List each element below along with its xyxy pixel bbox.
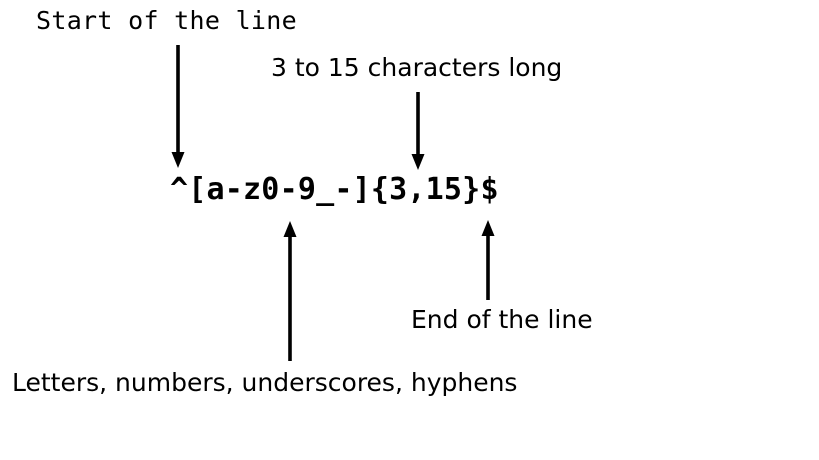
charset-label: Letters, numbers, underscores, hyphens <box>12 368 518 397</box>
start-arrow-down-icon <box>171 45 185 168</box>
length-arrow-down-icon <box>411 92 425 170</box>
charset-arrow-up-icon <box>283 221 297 361</box>
start-of-line-label: Start of the line <box>36 6 297 35</box>
length-label: 3 to 15 characters long <box>271 53 563 82</box>
regex-pattern: ^[a-z0-9_-]{3,15}$ <box>170 172 499 207</box>
end-of-line-label: End of the line <box>411 305 593 334</box>
end-arrow-up-icon <box>481 220 495 300</box>
